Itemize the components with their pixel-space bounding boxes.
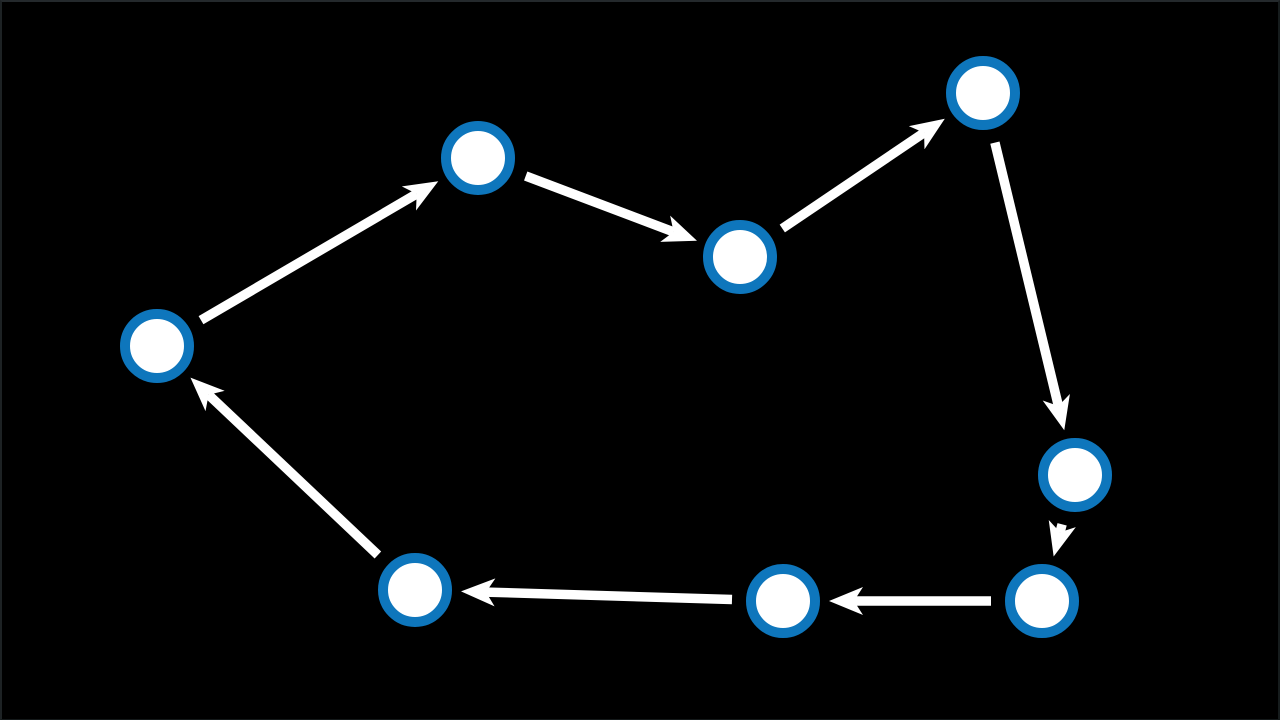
node-right: [1038, 438, 1112, 512]
edge-arrow-node-upper-left-to-node-top-middle: [524, 171, 697, 242]
edge-arrow-node-top-right-to-node-right: [990, 141, 1070, 431]
edges-layer: [190, 118, 1076, 615]
edge-arrow-node-bottom-left-to-node-left: [190, 377, 382, 559]
node-bottom-right: [1005, 564, 1079, 638]
edge-arrow-node-bottom-middle-to-node-bottom-left: [461, 578, 733, 607]
node-upper-left: [441, 121, 515, 195]
edge-arrow-node-left-to-node-upper-left: [198, 181, 439, 325]
node-top-right: [946, 56, 1020, 130]
node-top-middle: [703, 220, 777, 294]
nodes-layer: [120, 56, 1112, 638]
edge-arrow-node-right-to-node-bottom-right: [1048, 520, 1076, 557]
node-bottom-middle: [746, 564, 820, 638]
node-left: [120, 309, 194, 383]
node-bottom-left: [378, 553, 452, 627]
edge-arrow-node-top-middle-to-node-top-right: [779, 118, 945, 233]
